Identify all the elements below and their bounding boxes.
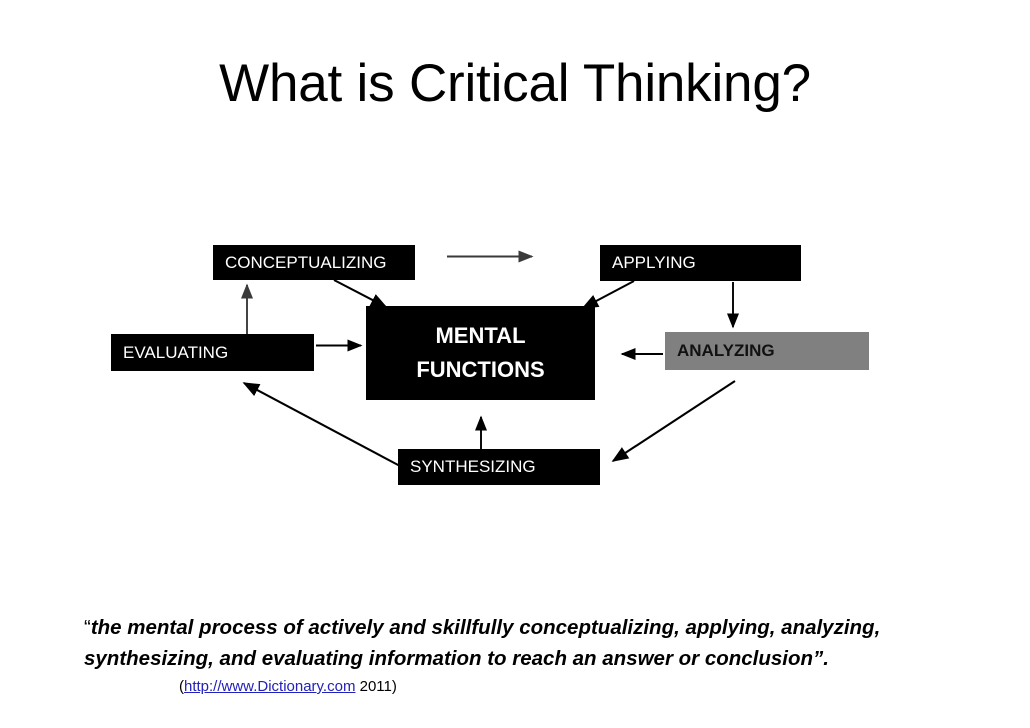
- node-synthesizing[interactable]: SYNTHESIZING: [398, 449, 600, 485]
- node-applying[interactable]: APPLYING: [600, 245, 801, 281]
- definition-quote: “the mental process of actively and skil…: [84, 612, 964, 674]
- node-evaluating-label: EVALUATING: [123, 342, 229, 362]
- quote-open-mark: “: [84, 616, 91, 639]
- edge-conceptualizing-to-mental-functions: [333, 279, 388, 308]
- citation-link[interactable]: http://www.Dictionary.com: [184, 678, 356, 695]
- edge-analyzing-to-synthesizing: [611, 380, 736, 462]
- node-conceptualizing-label: CONCEPTUALIZING: [225, 252, 387, 272]
- citation: (http://www.Dictionary.com 2011): [179, 678, 397, 695]
- node-mental-functions-label: MENTAL FUNCTIONS: [366, 319, 595, 387]
- node-analyzing[interactable]: ANALYZING: [665, 332, 869, 370]
- node-mental-functions-line2: FUNCTIONS: [416, 357, 545, 382]
- node-conceptualizing[interactable]: CONCEPTUALIZING: [213, 245, 415, 280]
- node-applying-label: APPLYING: [612, 253, 696, 273]
- node-analyzing-label: ANALYZING: [677, 341, 775, 361]
- citation-year: 2011): [355, 678, 397, 695]
- node-synthesizing-label: SYNTHESIZING: [410, 457, 536, 477]
- node-evaluating[interactable]: EVALUATING: [111, 334, 314, 371]
- edge-applying-to-mental-functions: [581, 280, 635, 309]
- quote-line-1: the mental process of actively and skill…: [90, 616, 881, 639]
- page-title: What is Critical Thinking?: [219, 54, 811, 113]
- node-mental-functions[interactable]: MENTAL FUNCTIONS: [366, 306, 595, 400]
- quote-line-2: synthesizing, and evaluating information…: [84, 647, 829, 671]
- citation-open-paren: (: [179, 678, 184, 695]
- node-mental-functions-line1: MENTAL: [435, 322, 526, 348]
